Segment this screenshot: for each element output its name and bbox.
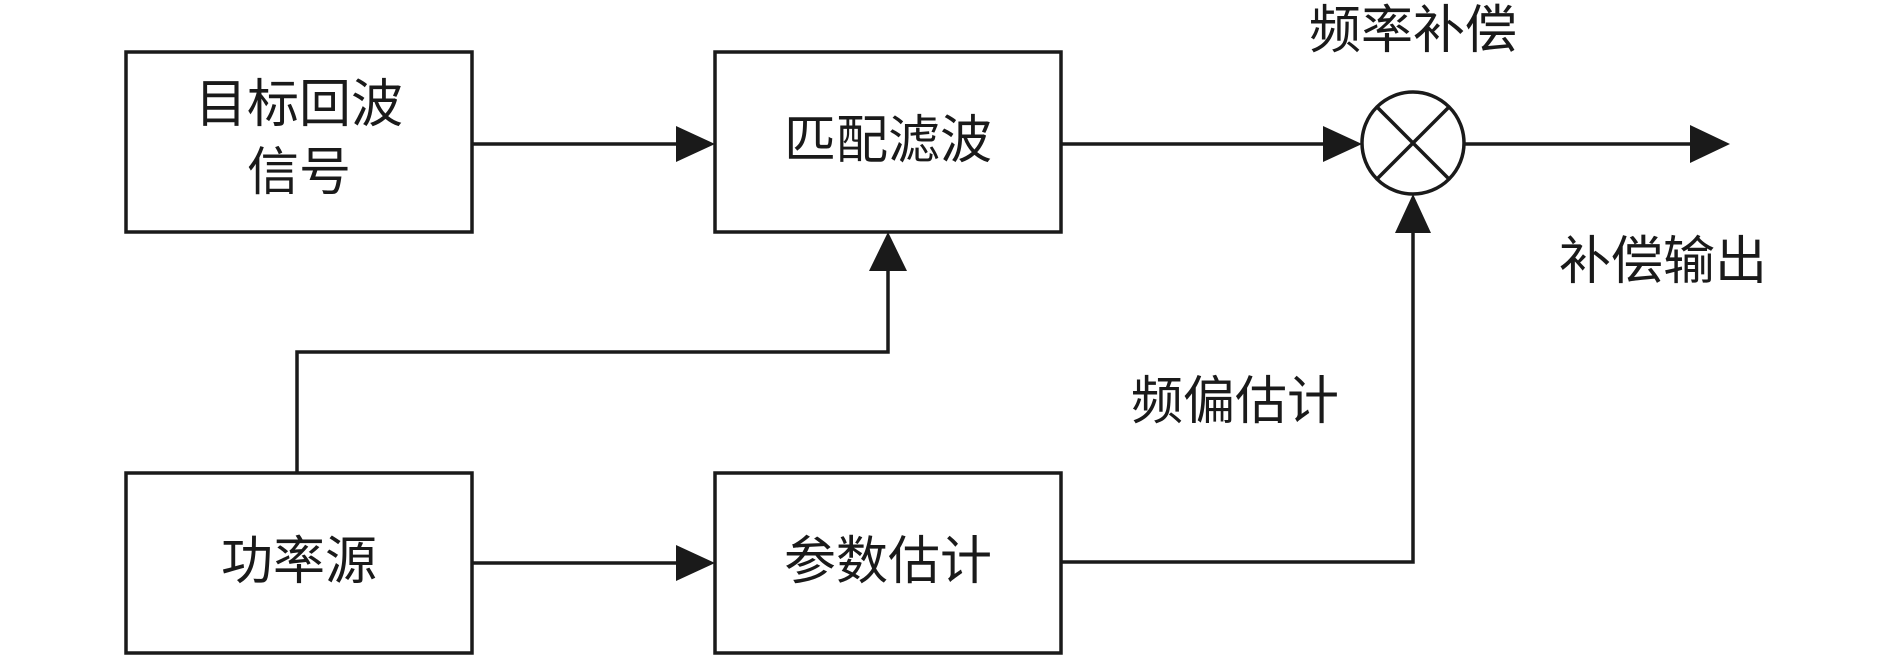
wire-power-to-filter bbox=[295, 271, 890, 473]
wire-estimation-to-mixer bbox=[1061, 233, 1415, 564]
block-power-source-label: 功率源 bbox=[221, 532, 377, 592]
block-param-estimation: 参数估计 bbox=[713, 471, 1063, 655]
arrow-filter-to-mixer bbox=[1061, 126, 1362, 162]
label-compensated-output: 补偿输出 bbox=[1559, 232, 1767, 292]
block-matched-filter-box bbox=[713, 50, 1063, 234]
arrowhead-mixer-to-output bbox=[1690, 125, 1730, 163]
block-param-estimation-box bbox=[713, 471, 1063, 655]
arrowhead-power-to-filter bbox=[869, 232, 907, 271]
arrowhead-echo-to-filter bbox=[676, 126, 715, 162]
block-target-echo-label-line1: 目标回波 bbox=[195, 75, 403, 135]
mixer-cross-line-b bbox=[1375, 105, 1451, 181]
block-target-echo-label-line2: 信号 bbox=[247, 143, 351, 203]
block-matched-filter-label: 匹配滤波 bbox=[784, 111, 992, 171]
label-freq-offset-estimation: 频偏估计 bbox=[1131, 372, 1339, 432]
block-param-estimation-label: 参数估计 bbox=[784, 532, 992, 592]
arrow-mixer-to-output bbox=[1464, 125, 1730, 163]
arrowhead-filter-to-mixer bbox=[1323, 126, 1362, 162]
arrow-echo-to-filter bbox=[472, 126, 715, 162]
arrow-estimation-to-mixer bbox=[1061, 194, 1431, 564]
block-target-echo: 目标回波 信号 bbox=[124, 50, 474, 234]
block-matched-filter: 匹配滤波 bbox=[713, 50, 1063, 234]
label-freq-compensation: 频率补偿 bbox=[1309, 1, 1517, 61]
arrow-power-to-estimation bbox=[472, 545, 715, 581]
arrowhead-estimation-to-mixer bbox=[1395, 194, 1431, 233]
block-target-echo-box bbox=[124, 50, 474, 234]
arrow-power-to-filter bbox=[295, 232, 907, 473]
mixer-multiplier bbox=[1360, 90, 1466, 196]
block-power-source-box bbox=[124, 471, 474, 655]
arrowhead-power-to-estimation bbox=[676, 545, 715, 581]
block-power-source: 功率源 bbox=[124, 471, 474, 655]
